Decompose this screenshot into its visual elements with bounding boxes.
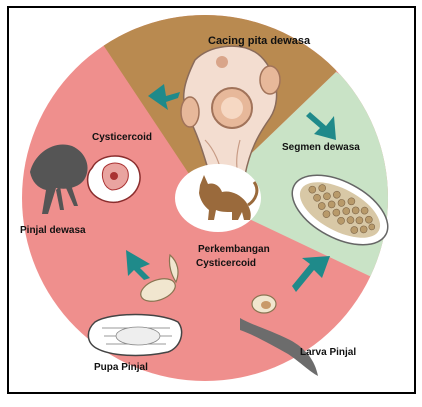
arrow-segment-to-larva [292, 256, 330, 292]
tapeworm-scolex [180, 45, 281, 176]
developing-stage [140, 253, 179, 302]
label-adult-tapeworm: Cacing pita dewasa [208, 35, 311, 47]
cycle-arrows [126, 84, 336, 292]
larva-cysticercoid [251, 294, 277, 314]
arrow-scolex-to-segment [306, 112, 336, 140]
label-flea-larva: Larva Pinjal [300, 347, 356, 358]
label-adult-segment: Segmen dewasa [282, 142, 360, 153]
arrow-flea-to-stage [126, 250, 150, 280]
adult-flea [30, 144, 88, 214]
cysticercoid [86, 155, 141, 204]
adult-segment [291, 174, 389, 246]
flea-pupa [87, 313, 183, 357]
label-flea-pupa: Pupa Pinjal [94, 362, 148, 373]
label-adult-flea: Pinjal dewasa [20, 225, 86, 236]
arrow-cysticercoid-to-scolex [148, 84, 180, 110]
label-center-line2: Cysticercoid [196, 258, 256, 269]
label-center-line1: Perkembangan [198, 244, 270, 255]
cat-icon [199, 175, 259, 220]
flea-larva [240, 318, 318, 376]
label-cysticercoid: Cysticercoid [92, 132, 152, 143]
